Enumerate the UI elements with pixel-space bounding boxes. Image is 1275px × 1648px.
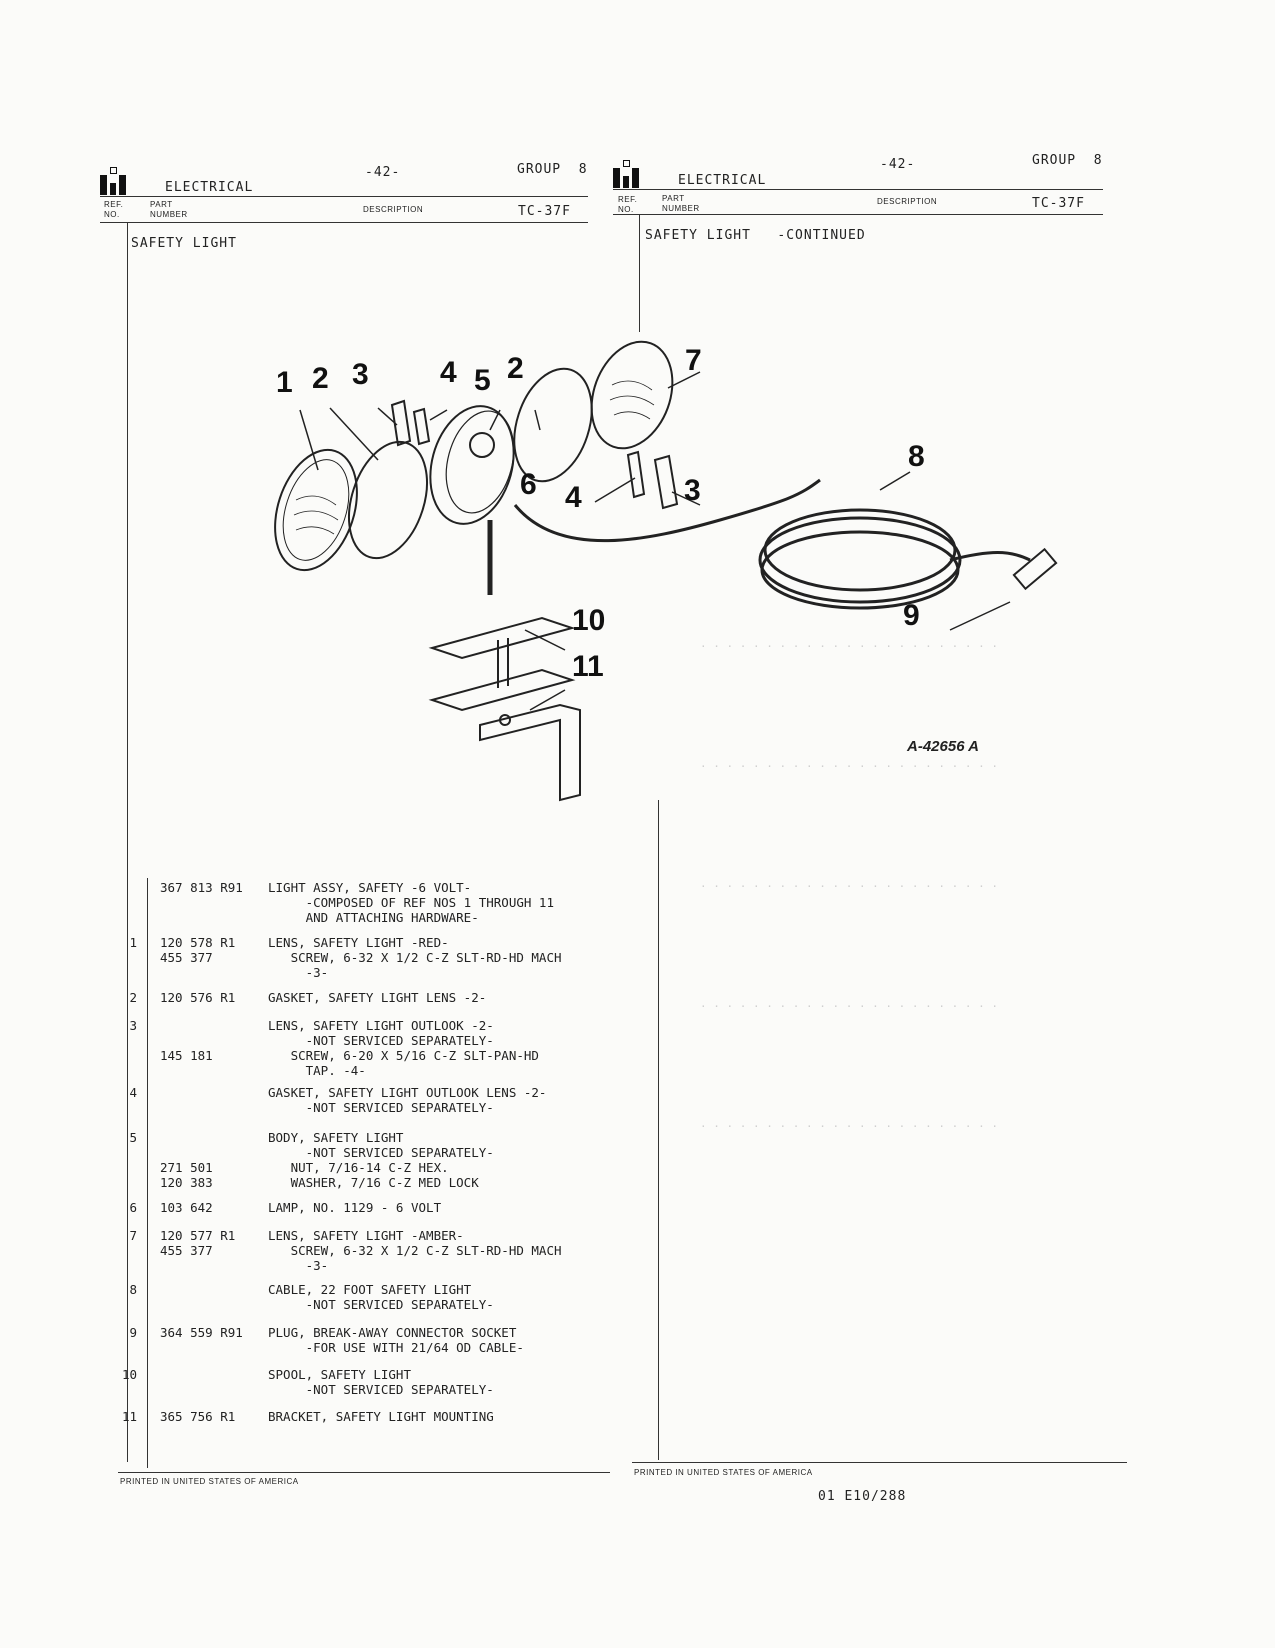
lens-red-part (274, 448, 358, 572)
outlook-lens-part (390, 399, 412, 447)
ref-number: 10 (121, 1367, 137, 1382)
callout-2: 2 (312, 362, 329, 395)
outlook-lens-part (653, 454, 679, 510)
callout-11: 11 (572, 650, 604, 683)
lens-amber-part (590, 340, 674, 450)
callout-8: 8 (908, 440, 925, 473)
right-col-part: PART NUMBER (662, 194, 700, 213)
part-number: 103 642 (160, 1200, 213, 1215)
bleed-through-text: · · · · · · · · · · · · · · · · · · · · … (700, 1000, 999, 1013)
plug-part (1012, 547, 1058, 591)
ih-logo-icon (613, 158, 639, 188)
right-col-ref: REF. NO. (618, 195, 638, 214)
callout-2: 2 (507, 352, 524, 385)
left-col-ref: REF. NO. (104, 200, 124, 219)
callout-4: 4 (440, 356, 457, 389)
gasket-part (513, 367, 593, 483)
left-heading: SAFETY LIGHT (131, 236, 237, 251)
part-number: 120 577 R1 455 377 (160, 1228, 236, 1258)
callout-3: 3 (352, 358, 369, 391)
ref-number: 8 (129, 1282, 137, 1297)
part-number: 120 578 R1 455 377 (160, 935, 236, 965)
ref-number: 2 (129, 990, 137, 1005)
ref-number: 1 (129, 935, 137, 950)
left-page-number: -42- (365, 165, 401, 180)
callout-5: 5 (474, 364, 491, 397)
part-description: LENS, SAFETY LIGHT -AMBER- SCREW, 6-32 X… (268, 1228, 562, 1273)
callout-9: 9 (903, 599, 920, 632)
part-description: GASKET, SAFETY LIGHT OUTLOOK LENS -2- -N… (268, 1085, 547, 1115)
callout-10: 10 (572, 604, 605, 637)
right-heading: SAFETY LIGHT -CONTINUED (645, 228, 866, 243)
part-description: CABLE, 22 FOOT SAFETY LIGHT -NOT SERVICE… (268, 1282, 494, 1312)
left-col-desc: DESCRIPTION (363, 205, 424, 214)
part-number: 145 181 (160, 1048, 213, 1063)
right-group: GROUP 8 (1032, 153, 1103, 168)
bleed-through-text: · · · · · · · · · · · · · · · · · · · · … (700, 1120, 999, 1133)
left-model: TC-37F (518, 204, 571, 219)
part-description: GASKET, SAFETY LIGHT LENS -2- (268, 990, 487, 1005)
left-col-part: PART NUMBER (150, 200, 188, 219)
right-model: TC-37F (1032, 196, 1085, 211)
bleed-through-text: · · · · · · · · · · · · · · · · · · · · … (700, 640, 999, 653)
left-group: GROUP 8 (517, 162, 588, 177)
part-description: BODY, SAFETY LIGHT -NOT SERVICED SEPARAT… (268, 1130, 494, 1190)
document-code: 01 E10/288 (818, 1489, 907, 1504)
printed-in-right: PRINTED IN UNITED STATES OF AMERICA (634, 1468, 813, 1477)
part-description: LIGHT ASSY, SAFETY -6 VOLT- -COMPOSED OF… (268, 880, 554, 925)
callout-1: 1 (276, 366, 293, 399)
part-number: 364 559 R91 (160, 1325, 243, 1340)
bleed-through-text: · · · · · · · · · · · · · · · · · · · · … (700, 880, 999, 893)
ref-number: 6 (129, 1200, 137, 1215)
part-description: LENS, SAFETY LIGHT OUTLOOK -2- -NOT SERV… (268, 1018, 539, 1078)
left-section: ELECTRICAL (165, 180, 254, 195)
callout-3: 3 (684, 474, 701, 507)
part-description: PLUG, BREAK-AWAY CONNECTOR SOCKET -FOR U… (268, 1325, 524, 1355)
outlook-gasket-part (626, 450, 646, 499)
outlook-gasket-part (412, 407, 431, 446)
right-section: ELECTRICAL (678, 173, 767, 188)
bracket-part (479, 703, 581, 802)
ref-number: 3 (129, 1018, 137, 1033)
cable-part (513, 478, 821, 543)
part-description: LAMP, NO. 1129 - 6 VOLT (268, 1200, 442, 1215)
right-col-desc: DESCRIPTION (877, 197, 938, 206)
right-page-number: -42- (880, 157, 916, 172)
spool-part (428, 616, 576, 712)
ref-number: 11 (121, 1409, 137, 1424)
ref-number: 4 (129, 1085, 137, 1100)
ref-number: 9 (129, 1325, 137, 1340)
part-description: SPOOL, SAFETY LIGHT -NOT SERVICED SEPARA… (268, 1367, 494, 1397)
part-number: 365 756 R1 (160, 1409, 236, 1424)
part-description: LENS, SAFETY LIGHT -RED- SCREW, 6-32 X 1… (268, 935, 562, 980)
callout-6: 6 (520, 468, 537, 501)
body-part (429, 405, 515, 595)
printed-in-left: PRINTED IN UNITED STATES OF AMERICA (120, 1477, 299, 1486)
callout-7: 7 (685, 344, 702, 377)
bleed-through-text: · · · · · · · · · · · · · · · · · · · · … (700, 760, 999, 773)
part-number: 120 576 R1 (160, 990, 236, 1005)
part-number: 367 813 R91 (160, 880, 243, 895)
ref-number: 5 (129, 1130, 137, 1145)
figure-id: A-42656 A (907, 738, 979, 755)
part-description: BRACKET, SAFETY LIGHT MOUNTING (268, 1409, 494, 1424)
ref-number: 7 (129, 1228, 137, 1243)
gasket-part (348, 440, 428, 560)
part-number: 271 501 120 383 (160, 1160, 213, 1190)
callout-4: 4 (565, 481, 582, 514)
ih-logo-icon (100, 165, 126, 195)
